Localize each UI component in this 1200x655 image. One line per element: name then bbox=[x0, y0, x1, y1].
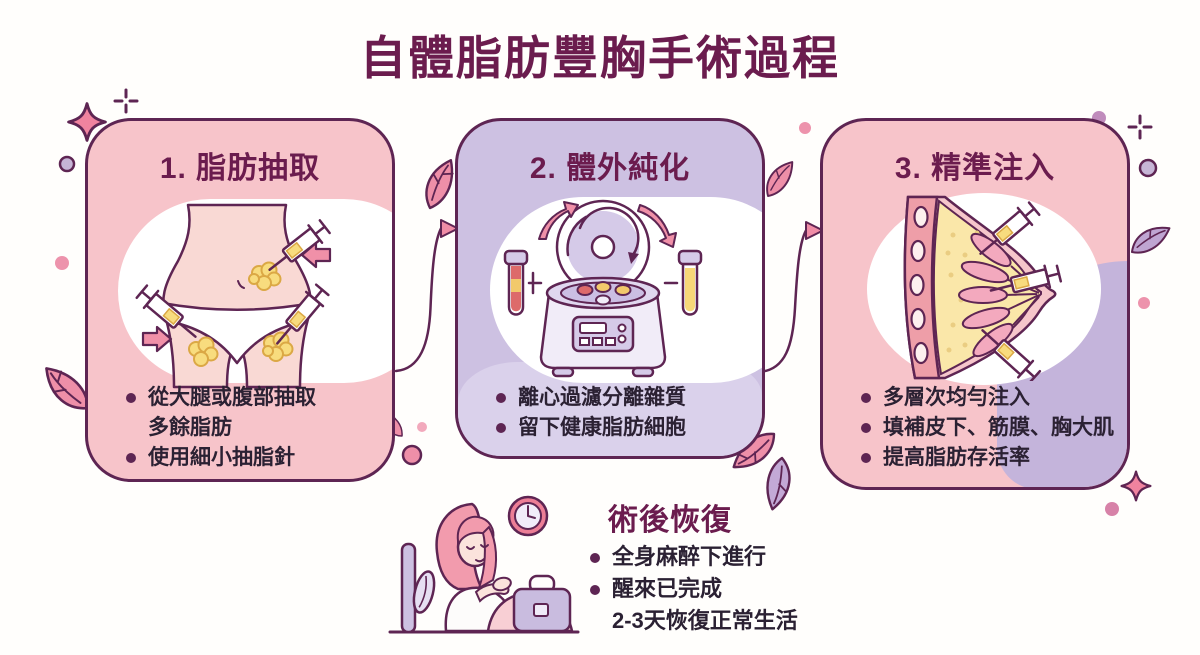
step-2-heading: 2. 體外純化 bbox=[529, 152, 691, 185]
step-panel-purification: 2. 體外純化 bbox=[455, 118, 765, 459]
bullet-item: 多層次均勻注入 bbox=[859, 383, 1114, 413]
arrow-right-icon bbox=[141, 325, 173, 353]
step-panel-fat-extraction: 1. 脂肪抽取 bbox=[85, 118, 395, 482]
resting-patient-illustration bbox=[388, 495, 580, 634]
recovery-heading: 術後恢復 bbox=[608, 504, 732, 537]
belly-button bbox=[237, 280, 245, 289]
closed-eyes bbox=[466, 544, 489, 550]
page-title: 自體脂肪豐胸手術過程 bbox=[360, 32, 840, 84]
bullet-item: 提高脂肪存活率 bbox=[859, 443, 1114, 473]
hand bbox=[492, 576, 512, 592]
mammary-glands bbox=[958, 232, 1040, 358]
spin-arrow-left bbox=[538, 201, 579, 240]
bullet-item: 填補皮下、筋膜、胸大肌 bbox=[859, 413, 1114, 443]
step-1-heading: 1. 脂肪抽取 bbox=[159, 152, 321, 185]
spin-arrow-right bbox=[637, 204, 677, 248]
step-3-bullets: 多層次均勻注入 填補皮下、筋膜、胸大肌 提高脂肪存活率 bbox=[859, 383, 1114, 472]
bullet-item-continuation: 2-3天恢復正常生活 bbox=[612, 607, 798, 633]
muscle-ovals bbox=[909, 205, 929, 365]
step-1-bullets: 從大腿或腹部抽取 多餘脂肪 使用細小抽脂針 bbox=[124, 383, 316, 472]
bullet-item: 留下健康脂肪細胞 bbox=[494, 413, 686, 443]
step-panel-injection: 3. 精準注入 bbox=[820, 118, 1130, 490]
bullet-item-continuation: 多餘脂肪 bbox=[148, 415, 232, 439]
arrow-left-icon bbox=[300, 241, 332, 269]
bullet-item: 全身麻醉下進行 bbox=[588, 541, 798, 573]
centrifuge-illustration bbox=[503, 199, 703, 378]
recovery-bullets: 全身麻醉下進行 醒來已完成 2-3天恢復正常生活 bbox=[588, 541, 798, 637]
syringe-icon bbox=[135, 219, 331, 345]
fat-texture bbox=[945, 230, 980, 353]
bullet-item: 從大腿或腹部抽取 bbox=[124, 383, 316, 413]
smile bbox=[475, 558, 485, 563]
liposuction-illustration bbox=[135, 203, 332, 389]
step-3-heading: 3. 精準注入 bbox=[894, 152, 1056, 185]
step-2-bullets: 離心過濾分離雜質 留下健康脂肪細胞 bbox=[494, 383, 686, 443]
test-tube-raw bbox=[503, 249, 529, 316]
clock-icon bbox=[507, 495, 549, 537]
briefcase-icon bbox=[512, 574, 572, 633]
breast-injection-illustration bbox=[903, 195, 1063, 381]
test-tube-purified bbox=[677, 249, 703, 316]
bullet-item: 醒來已完成 bbox=[588, 573, 798, 605]
bullet-item: 離心過濾分離雜質 bbox=[494, 383, 686, 413]
bullet-item: 使用細小抽脂針 bbox=[124, 443, 316, 473]
syringe-icon bbox=[979, 201, 1063, 381]
